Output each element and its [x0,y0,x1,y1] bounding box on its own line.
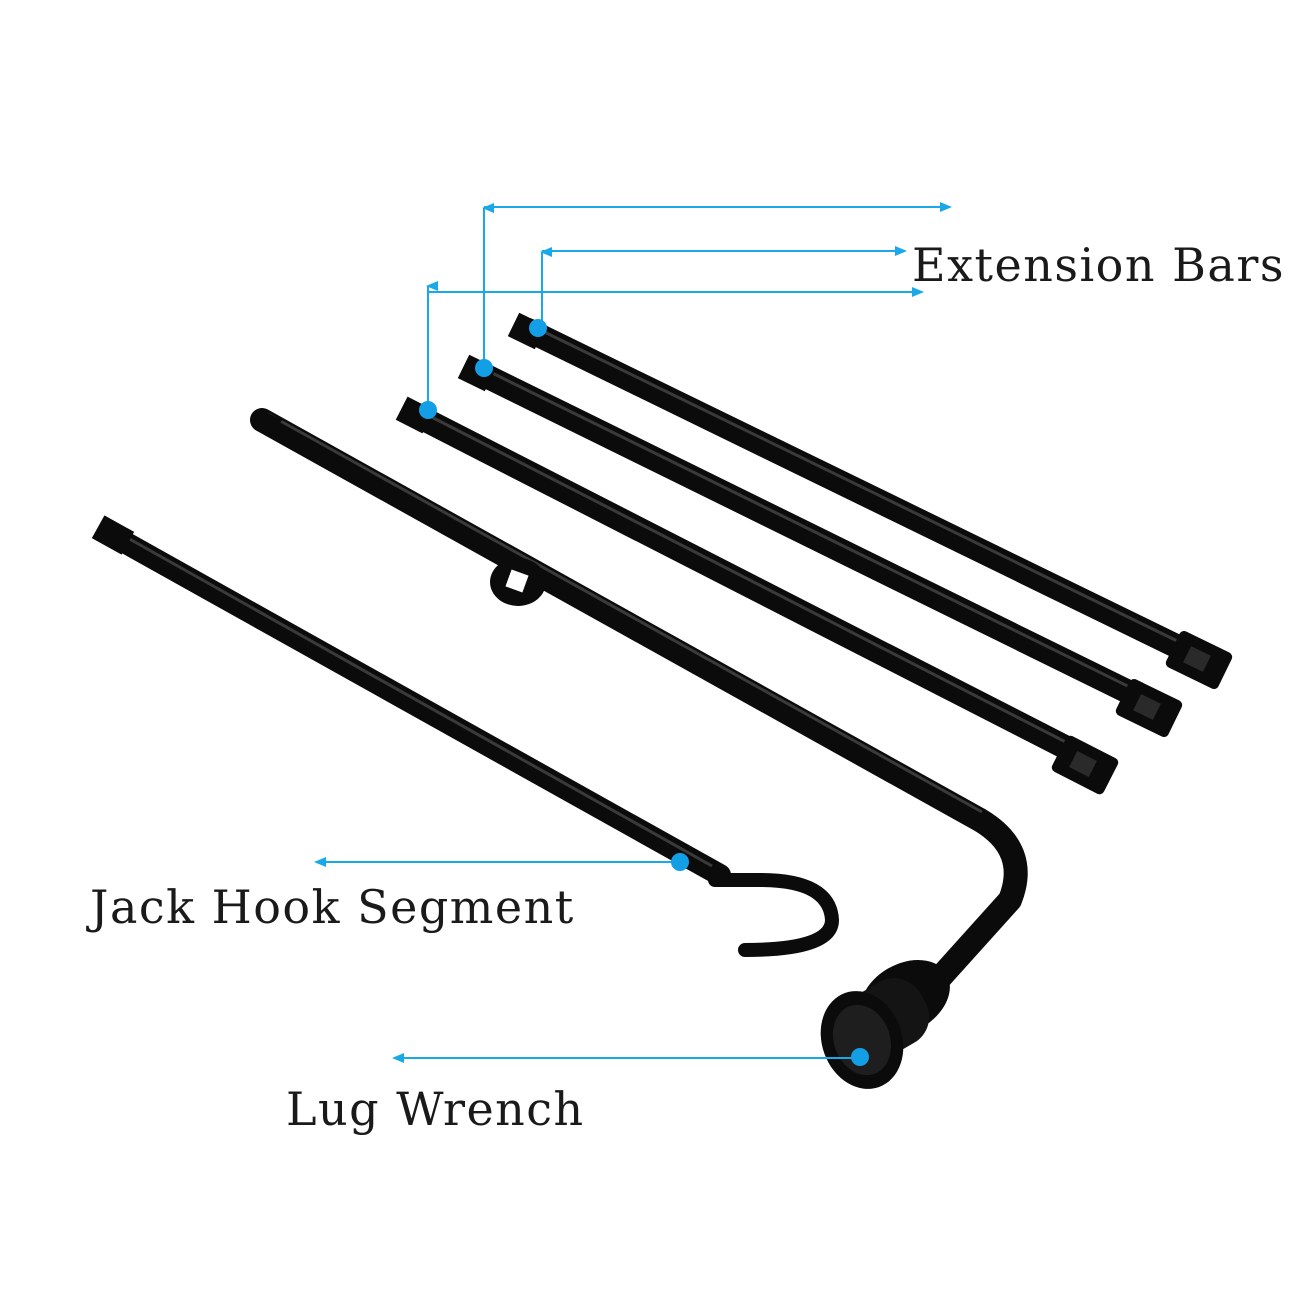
extension-bars-label: Extension Bars [912,238,1285,292]
marker-dot-jack-hook [671,853,689,871]
lug-wrench-label: Lug Wrench [286,1082,585,1136]
jack-hook-segment [91,515,840,957]
callout-extension-bars [426,202,952,410]
marker-dot-extension-1 [529,319,547,337]
extension-bar-3 [395,396,1119,795]
marker-dot-extension-3 [419,401,437,419]
marker-dot-lug-wrench [851,1048,869,1066]
jack-hook-segment-label: Jack Hook Segment [90,880,575,934]
extension-bar-1 [507,312,1233,690]
marker-dot-extension-2 [475,359,493,377]
lug-wrench [250,408,1028,1089]
extension-bar-2 [457,354,1183,738]
